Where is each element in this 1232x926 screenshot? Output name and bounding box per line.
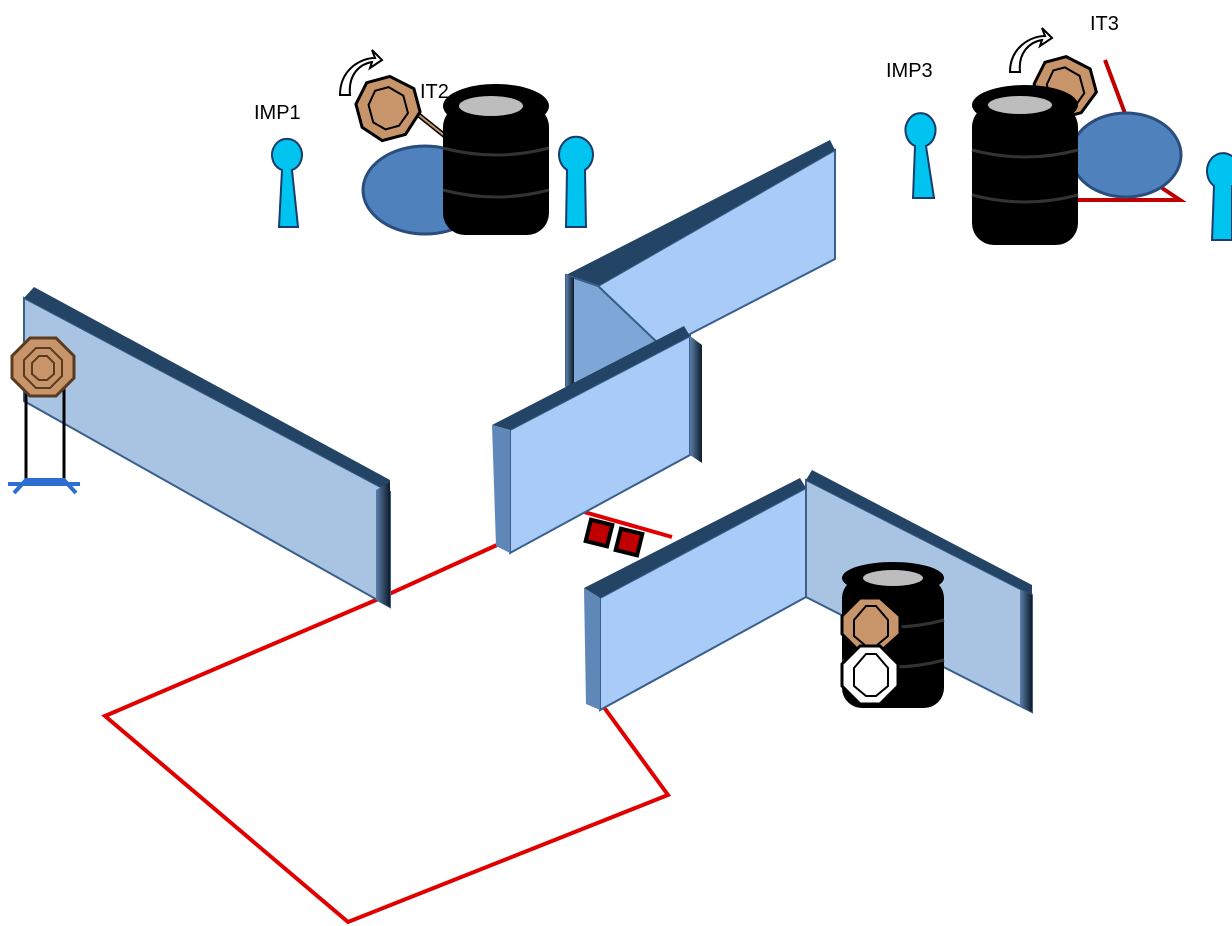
fault-line-center	[569, 506, 673, 539]
popper-icon	[904, 112, 937, 199]
popper-icon	[271, 138, 303, 228]
label-it3: IT3	[1090, 13, 1119, 35]
octagon-target-icon	[354, 74, 422, 143]
tire-stack-right	[840, 562, 945, 708]
tire-stack-icon	[442, 84, 550, 235]
label-it2: IT2	[420, 81, 449, 103]
start-box-2	[613, 526, 645, 558]
swing-arrow-icon	[338, 49, 384, 96]
array-imp3-it3: IMP3 IT3	[886, 13, 1232, 245]
tire-stack-icon	[971, 85, 1079, 245]
label-imp3: IMP3	[886, 60, 933, 82]
popper-icon	[1206, 152, 1232, 241]
start-boxes	[583, 517, 645, 558]
fault-lines	[101, 506, 673, 925]
array-imp1-it2: IMP1 IT2	[254, 49, 594, 236]
wall-center-front	[492, 326, 702, 555]
swing-arrow-icon	[1008, 27, 1054, 73]
start-box-1	[583, 517, 615, 549]
steel-target-left	[8, 336, 80, 495]
swinger-disc	[1069, 111, 1183, 199]
octagon-target-icon	[10, 336, 76, 398]
label-imp1: IMP1	[254, 102, 301, 124]
popper-icon	[558, 135, 594, 228]
wall-right-l	[584, 470, 1033, 714]
fault-line-left	[101, 543, 672, 925]
wall-left	[23, 287, 391, 609]
